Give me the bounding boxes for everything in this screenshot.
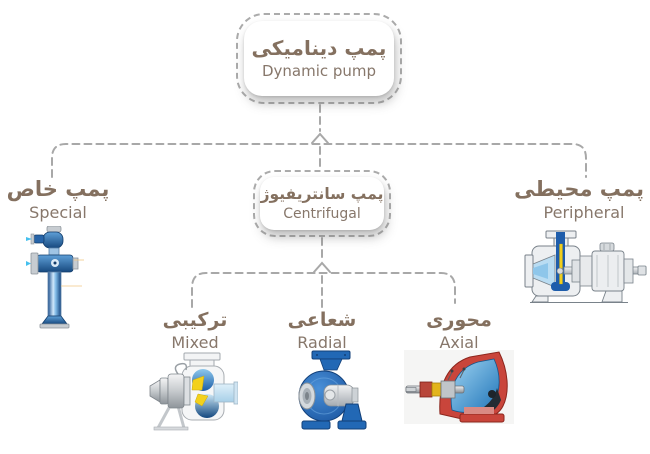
arrow-up-tier1-icon xyxy=(311,132,329,144)
node-axial: محوری Axial xyxy=(416,308,502,353)
radial-label-fa: شعاعی xyxy=(287,309,357,331)
centrifugal-label-fa: پمپ سانتریفیوژ xyxy=(260,185,384,203)
vertical-turbine-pump-icon xyxy=(26,226,84,329)
mixed-label-fa: ترکیبی xyxy=(162,309,228,331)
node-centrifugal-card: پمپ سانتریفیوژ Centrifugal xyxy=(260,177,384,230)
peripheral-label-fa: پمپ محیطی xyxy=(514,177,644,201)
dynamic-pump-label-en: Dynamic pump xyxy=(261,62,377,80)
peripheral-pump-icon xyxy=(524,230,647,303)
axial-label-en: Axial xyxy=(439,333,479,352)
special-label-fa: پمپ خاص xyxy=(6,177,110,201)
node-dynamic-pump-card: پمپ دینامیکی Dynamic pump xyxy=(244,21,394,96)
radial-pump-icon xyxy=(298,350,367,430)
peripheral-label-en: Peripheral xyxy=(543,203,625,222)
node-peripheral: پمپ محیطی Peripheral xyxy=(514,176,644,223)
dynamic-pump-label-fa: پمپ دینامیکی xyxy=(251,36,387,60)
axial-label-fa: محوری xyxy=(426,309,492,331)
arrow-up-tier2-icon xyxy=(313,261,331,273)
axial-pump-icon xyxy=(404,350,514,424)
node-special: پمپ خاص Special xyxy=(2,176,114,223)
special-label-en: Special xyxy=(29,203,87,222)
centrifugal-label-en: Centrifugal xyxy=(283,206,361,222)
mixed-label-en: Mixed xyxy=(171,333,219,352)
node-dynamic-pump: پمپ دینامیکی Dynamic pump xyxy=(236,13,402,104)
connector-tier2-rail xyxy=(191,272,456,308)
mixed-flow-pump-icon xyxy=(149,352,238,431)
node-mixed: ترکیبی Mixed xyxy=(151,308,239,353)
radial-label-en: Radial xyxy=(297,333,347,352)
node-centrifugal: پمپ سانتریفیوژ Centrifugal xyxy=(253,170,391,237)
node-radial: شعاعی Radial xyxy=(279,308,365,353)
connector-tier1-rail xyxy=(51,143,587,178)
